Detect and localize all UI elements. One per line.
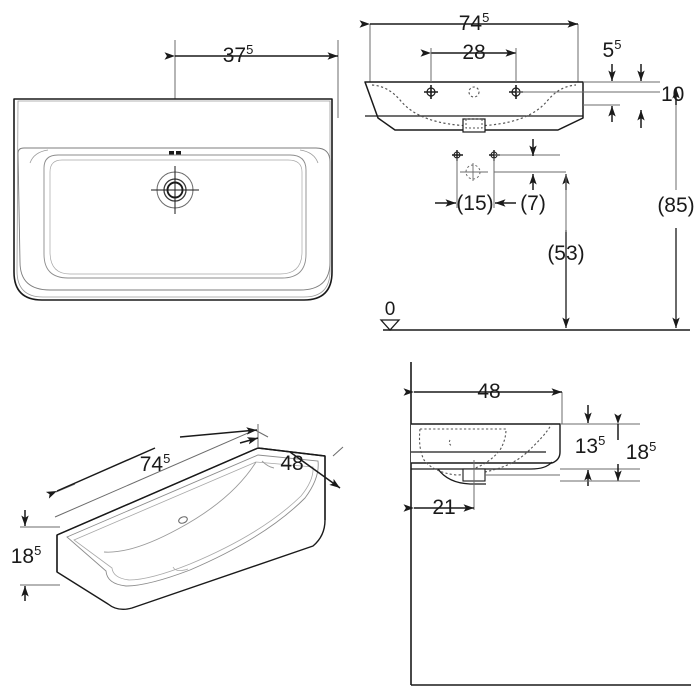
front-view: 745 28: [359, 10, 695, 331]
dim-iso-depth: 48: [239, 424, 344, 489]
dim-value: 74: [459, 12, 483, 35]
dim-superscript: 5: [614, 37, 621, 52]
dim-line-right-seg: [179, 427, 258, 438]
dim-label-bracket-offset-7: (7): [520, 192, 546, 215]
dim-superscript: 5: [163, 451, 170, 466]
iso-overflow-hint: [172, 566, 189, 571]
dim-label-taphole-spacing: 28: [462, 41, 485, 64]
ext-tick-right: [254, 429, 269, 438]
dim-label-iso-height: 185: [11, 543, 42, 568]
dim-label-iso-depth: 48: [280, 452, 303, 475]
dim-value: 28: [462, 41, 485, 64]
dim-value: 10: [661, 83, 684, 106]
dim-superscript: 5: [246, 42, 253, 57]
basin-outer-contour-inner-offset: [16, 100, 331, 298]
dim-iso-height: 185: [11, 510, 60, 601]
isometric-view: 745 48 185: [11, 424, 344, 611]
dim-value: 5: [603, 39, 615, 62]
dim-value: 13: [575, 435, 598, 458]
waste-outlet-hidden: [465, 118, 483, 129]
dim-front-rim-thickness: 55: [583, 37, 660, 122]
dim-line-left-seg: [239, 437, 259, 445]
datum-triangle: [379, 319, 401, 331]
dim-value: (7): [520, 192, 546, 215]
dim-superscript: 5: [34, 543, 41, 558]
dim-label-bracket-offset-15: (15): [456, 192, 493, 215]
dim-front-basin-depth: 10: [598, 64, 684, 128]
iso-basin-body: [56, 447, 326, 611]
side-view: 48 135: [403, 362, 691, 686]
iso-rim-accent: [261, 460, 275, 469]
dim-label-fixing-height-53: (53): [547, 242, 584, 265]
bowl-inner-contour-offset: [49, 159, 303, 275]
tap-hole-left: [424, 50, 438, 99]
side-waste-underside: [437, 468, 486, 485]
dim-label-front-width: 745: [459, 10, 490, 35]
dim-side-overall-height: 185: [560, 413, 657, 482]
dim-label-rim-thickness: 55: [603, 37, 622, 62]
overflow-slot-left: [169, 151, 174, 155]
dim-value: (15): [456, 192, 493, 215]
dim-value: 48: [477, 380, 500, 403]
dim-label-basin-depth: 10: [661, 83, 684, 106]
iso-bowl-interior-sweep: [103, 461, 257, 553]
side-hidden-bowl-top: [420, 428, 507, 471]
dim-value: (53): [547, 242, 584, 265]
basin-outer-contour: [13, 98, 333, 301]
iso-drain-ellipse: [178, 516, 188, 524]
dim-front-bracket-offset-7: (7): [520, 139, 546, 215]
bowl-rim-outer-edge: [17, 147, 331, 291]
dim-front-fixing-height-53: (53): [547, 174, 585, 328]
bowl-inner-contour: [43, 154, 307, 279]
dim-label-side-waste-offset: 21: [432, 496, 455, 519]
dim-front-mounting-height-85: (85): [657, 88, 695, 328]
tap-hole-left-cross: [424, 85, 438, 99]
side-basin-lower-edge: [411, 461, 553, 470]
datum-triangle-marker: 0: [379, 299, 401, 331]
top-view: 375: [13, 40, 339, 301]
corner-sweep-left: [29, 149, 49, 164]
iso-bowl-opening-offset: [73, 461, 314, 581]
corner-sweep-right: [299, 149, 319, 164]
side-hidden-overflow: [448, 439, 453, 447]
overflow-slot-right: [176, 151, 181, 155]
dim-superscript: 5: [649, 439, 656, 454]
overflow-dashed-circle: [468, 86, 480, 98]
dim-superscript: 5: [598, 433, 605, 448]
dim-value: 37: [223, 44, 246, 67]
dim-superscript: 5: [482, 10, 489, 25]
ext-line-parallel: [54, 429, 256, 518]
side-hidden-bowl-curve: [418, 424, 552, 476]
dim-value: 48: [280, 452, 303, 475]
dim-top-width-to-drain: 375: [164, 40, 339, 185]
dim-line-left-seg: [45, 447, 156, 499]
datum-label-zero: 0: [385, 299, 396, 320]
dim-side-bowl-height: 135: [560, 405, 640, 486]
dim-line-right-seg: [289, 451, 341, 489]
dim-label-top-width: 375: [223, 42, 254, 67]
dim-value: 74: [140, 453, 164, 476]
drain-concentric-circles: [151, 166, 199, 214]
fixing-holes-group: [452, 150, 566, 208]
dim-value: 18: [11, 545, 34, 568]
dim-label-side-depth: 48: [477, 380, 500, 403]
dim-front-overall-width: 745: [359, 10, 579, 82]
dim-front-bracket-offset-15: (15): [435, 192, 516, 215]
dim-label-side-bowl-height: 135: [575, 433, 606, 458]
side-basin-upper-body: [411, 423, 561, 464]
dim-side-waste-offset: 21: [403, 496, 474, 519]
dim-label-iso-width: 745: [140, 451, 171, 476]
dim-label-side-overall-height: 185: [626, 439, 657, 464]
ext-line-back-corner: [332, 446, 344, 457]
iso-bowl-opening: [66, 454, 319, 587]
dim-label-mounting-height-85: (85): [657, 194, 694, 217]
dim-value: 21: [432, 496, 455, 519]
dim-iso-width: 745: [45, 427, 269, 518]
dim-value: (85): [657, 194, 694, 217]
dim-value: 18: [626, 441, 649, 464]
dim-side-depth: 48: [403, 380, 563, 424]
